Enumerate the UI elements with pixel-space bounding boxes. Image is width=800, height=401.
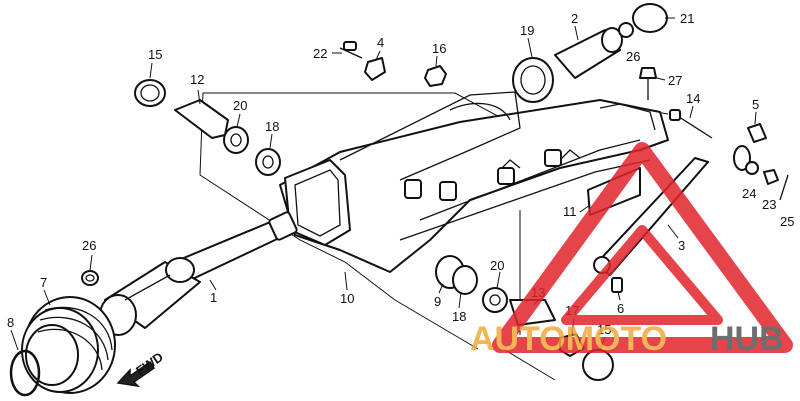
callout-6: 6 [617,301,624,316]
boot-2 [554,27,623,79]
callout-27: 27 [668,73,682,88]
callout-8: 8 [7,315,14,330]
callout-2: 2 [571,11,578,26]
rubber-boot [21,296,116,394]
callout-numbers: 15 12 20 18 22 4 16 19 2 21 26 27 14 5 2… [7,11,794,337]
bearing-20-right [482,287,508,313]
washer-24 [745,161,759,175]
callout-18-right: 18 [452,309,466,324]
callout-26-left: 26 [82,238,96,253]
nut-23 [763,169,779,185]
callout-18-left: 18 [265,119,279,134]
watermark: AUTOMOTO HUB [470,142,793,358]
callout-24: 24 [742,186,756,201]
bolt-27 [639,67,657,100]
callout-20-right: 20 [490,258,504,273]
pin-6 [611,277,623,293]
callout-21: 21 [680,11,694,26]
callout-14: 14 [686,91,700,106]
cotter-pin-25 [779,174,789,201]
callout-11: 11 [563,204,577,219]
callout-12: 12 [190,72,204,87]
callout-25: 25 [780,214,794,229]
callout-1: 1 [210,290,217,305]
fwd-label: FWD [133,349,166,378]
collar-5 [747,123,767,143]
nut-16 [424,65,447,87]
watermark-triangle-outer [492,142,793,353]
o-ring-21 [632,3,668,33]
callout-15-top: 15 [148,47,162,62]
washer-26-left [81,270,99,286]
collar-19 [512,57,554,103]
callout-3: 3 [678,238,685,253]
collar-18-left [255,148,281,176]
pivot-bolt-12 [174,99,229,139]
callout-10: 10 [340,291,354,306]
callout-4: 4 [377,35,384,50]
callout-19: 19 [520,23,534,38]
washer-26-top [618,22,634,38]
forward-arrow: FWD [116,349,166,388]
watermark-word-a: AUTOMOTO [470,320,667,358]
clamp-4 [364,57,386,81]
watermark-triangle-inner [561,225,723,325]
callout-5: 5 [752,97,759,112]
callout-20-left: 20 [233,98,247,113]
bearing-20-left [223,126,249,154]
callout-23: 23 [762,197,776,212]
snap-ring [9,349,41,397]
drive-shaft [99,211,298,336]
bolt-14 [669,109,713,139]
callout-9: 9 [434,294,441,309]
bushing-9 [435,255,478,295]
callout-7: 7 [40,275,47,290]
oil-seal-15-top [134,79,166,107]
watermark-word-b: HUB [710,320,784,358]
callout-16: 16 [432,41,446,56]
bolt-22 [339,41,363,59]
callout-leaders [10,17,757,351]
callout-26-top: 26 [626,49,640,64]
callout-15-bottom: 15 [597,322,611,337]
callout-22: 22 [313,46,327,61]
